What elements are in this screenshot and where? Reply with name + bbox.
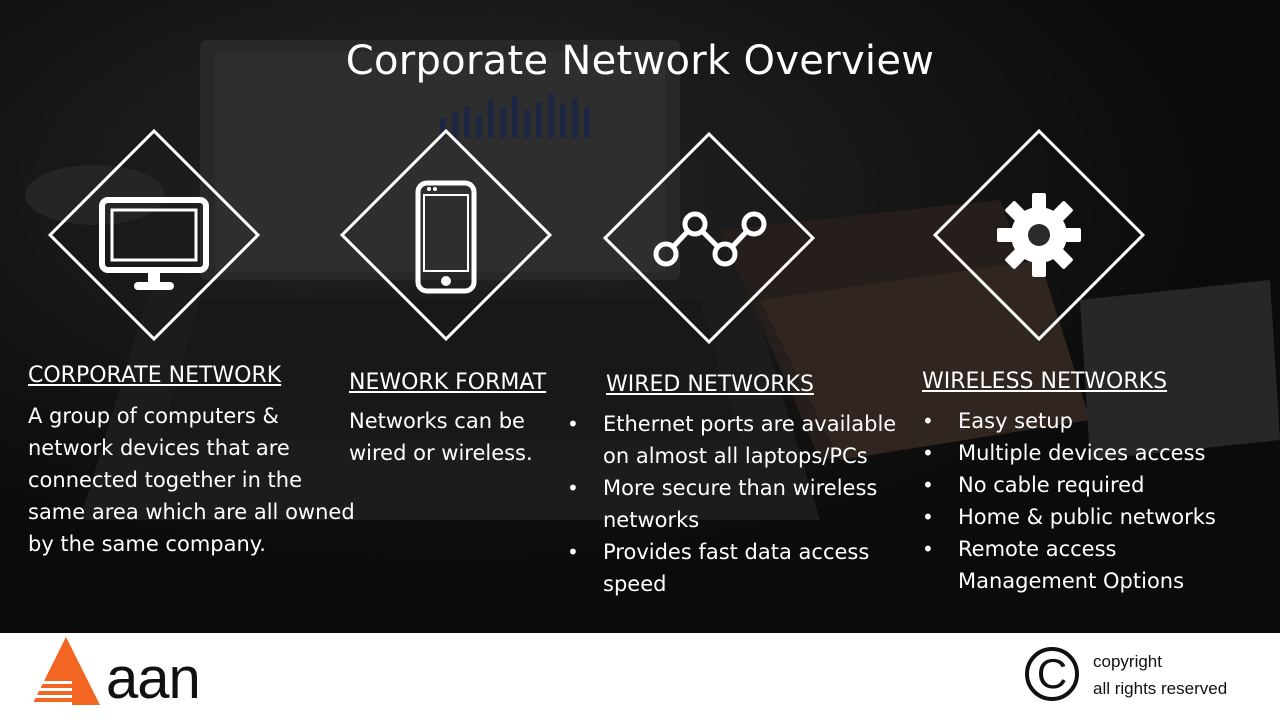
list-item: Provides fast data access speed [567, 536, 912, 600]
list-item: More secure than wireless networks [567, 472, 912, 536]
list-item: No cable required [922, 469, 1252, 501]
column-heading-network-format: NEWORK FORMAT [349, 370, 547, 395]
column-heading-corporate-network: CORPORATE NETWORK [28, 363, 282, 388]
all-rights-reserved-label: all rights reserved [1093, 679, 1228, 698]
aan-logo-text: aan [106, 646, 201, 711]
slide-title: Corporate Network Overview [345, 38, 935, 84]
column-text-corporate-network: A group of computers & network devices t… [28, 404, 355, 556]
copyright-label: copyright [1093, 652, 1162, 671]
list-item: Multiple devices access [922, 437, 1252, 469]
footer: aan C copyright all rights reserved [0, 633, 1280, 720]
column-heading-wireless-networks: WIRELESS NETWORKS [922, 369, 1168, 394]
list-item: Easy setup [922, 405, 1252, 437]
column-heading-wired-networks: WIRED NETWORKS [606, 372, 814, 397]
slide: Corporate Network Overview CORPORATE NET… [0, 0, 1280, 633]
aan-logo-mark-icon [32, 637, 100, 705]
connected-nodes-icon [653, 211, 767, 267]
monitor-icon [99, 197, 209, 290]
gear-icon [997, 193, 1081, 277]
list-item: Ethernet ports are available on almost a… [567, 408, 912, 472]
column-text-network-format: Networks can be wired or wireless. [349, 409, 533, 465]
wireless-networks-list: Easy setup Multiple devices access No ca… [922, 405, 1252, 597]
list-item: Home & public networks [922, 501, 1252, 533]
wired-networks-list: Ethernet ports are available on almost a… [567, 408, 912, 600]
smartphone-icon [415, 180, 477, 294]
list-item: Remote access Management Options [922, 533, 1252, 597]
copyright-icon: C [1025, 647, 1079, 701]
